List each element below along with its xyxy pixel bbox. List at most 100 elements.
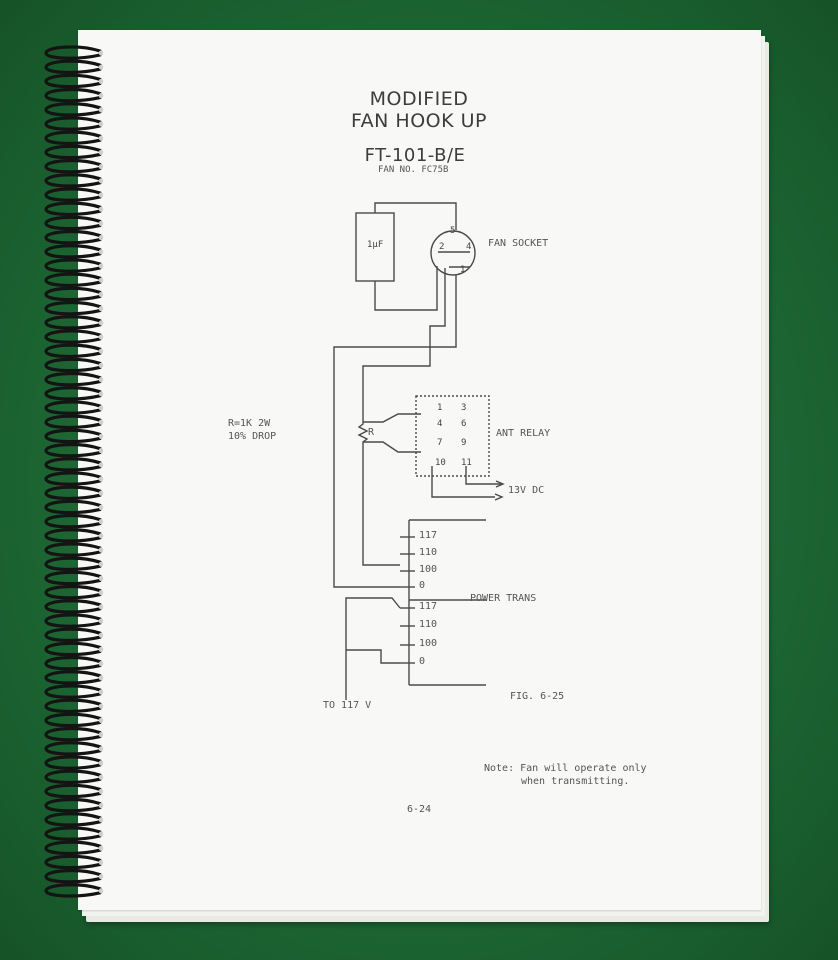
spiral-coil bbox=[44, 300, 102, 316]
binding-hole bbox=[98, 732, 104, 738]
spiral-coil bbox=[44, 414, 102, 429]
figure-label: FIG. 6-25 bbox=[510, 691, 565, 702]
binding-hole bbox=[98, 107, 104, 113]
spiral-coil bbox=[44, 73, 102, 89]
binding-hole bbox=[98, 306, 104, 312]
binding-hole bbox=[98, 192, 104, 198]
spiral-coil bbox=[44, 655, 102, 671]
binding-hole bbox=[98, 291, 104, 297]
binding-hole bbox=[98, 803, 104, 809]
spiral-coil bbox=[44, 599, 102, 614]
spiral-coil bbox=[44, 726, 102, 742]
binding-hole bbox=[98, 519, 104, 525]
spiral-coil bbox=[44, 471, 102, 486]
binding-hole bbox=[98, 178, 104, 184]
spiral-coil bbox=[44, 116, 102, 131]
binding-hole bbox=[98, 391, 104, 397]
spiral-coil bbox=[44, 87, 102, 103]
binding-hole bbox=[98, 632, 104, 638]
fan-socket-symbol bbox=[430, 230, 476, 276]
socket-pin-2: 2 bbox=[439, 242, 444, 252]
spiral-coil bbox=[44, 485, 102, 500]
spiral-coil bbox=[44, 641, 102, 657]
socket-pin-5: 5 bbox=[450, 226, 455, 236]
relay-pin-7: 7 bbox=[437, 438, 442, 448]
binding-hole bbox=[98, 135, 104, 141]
to-117v-label: TO 117 V bbox=[323, 700, 372, 711]
spiral-coil bbox=[44, 215, 102, 231]
binding-hole bbox=[98, 249, 104, 255]
spiral-coil bbox=[44, 102, 102, 117]
ant-relay-box bbox=[415, 395, 490, 477]
binding-hole bbox=[98, 533, 104, 539]
binding-hole bbox=[98, 235, 104, 241]
resistor-symbol-label: R bbox=[368, 427, 375, 438]
tap-upper-100: 100 bbox=[419, 564, 438, 575]
binding-hole bbox=[98, 263, 104, 269]
relay-pin-1: 1 bbox=[437, 403, 442, 413]
spiral-coil bbox=[44, 45, 102, 60]
spiral-coil bbox=[44, 627, 102, 642]
spiral-coil bbox=[44, 187, 102, 202]
spiral-coil bbox=[44, 357, 102, 373]
tap-lower-0: 0 bbox=[419, 656, 426, 667]
binding-hole bbox=[98, 50, 104, 56]
binding-hole bbox=[98, 874, 104, 880]
binding-hole bbox=[98, 788, 104, 795]
title-line-1: MODIFIED bbox=[369, 88, 469, 110]
binding-hole bbox=[98, 604, 104, 610]
title-line-2: FAN HOOK UP bbox=[351, 110, 487, 132]
binding-hole bbox=[98, 888, 104, 894]
binding-hole bbox=[98, 377, 104, 383]
binding-hole bbox=[98, 746, 104, 752]
binding-hole bbox=[98, 547, 104, 553]
binding-hole bbox=[98, 646, 104, 653]
binding-hole bbox=[98, 476, 104, 482]
tap-upper-110: 110 bbox=[419, 547, 438, 558]
spiral-coil bbox=[44, 244, 102, 259]
spiral-coil bbox=[44, 513, 102, 529]
spiral-coil bbox=[44, 755, 102, 770]
binding-hole bbox=[98, 419, 104, 425]
binding-hole bbox=[98, 575, 104, 582]
binding-hole bbox=[98, 206, 104, 212]
spiral-coil bbox=[44, 613, 102, 628]
relay-pin-3: 3 bbox=[461, 403, 466, 413]
relay-pin-6: 6 bbox=[461, 419, 466, 429]
binding-hole bbox=[98, 64, 104, 70]
binding-hole bbox=[98, 703, 104, 709]
relay-pin-9: 9 bbox=[461, 438, 466, 448]
spiral-coil bbox=[44, 542, 102, 557]
spiral-coil bbox=[44, 130, 102, 145]
binding-hole bbox=[98, 831, 104, 837]
relay-pin-10: 10 bbox=[435, 458, 446, 468]
binding-hole bbox=[98, 859, 104, 866]
power-trans-label: POWER TRANS bbox=[470, 593, 537, 604]
spiral-coil bbox=[44, 698, 102, 713]
spiral-coil bbox=[44, 556, 102, 571]
binding-hole bbox=[98, 590, 104, 596]
binding-hole bbox=[98, 362, 104, 368]
spiral-coil bbox=[44, 840, 102, 855]
spiral-coil bbox=[44, 442, 102, 458]
spiral-coil bbox=[44, 826, 102, 841]
binding-hole bbox=[98, 277, 104, 283]
fan-number: FAN NO. FC75B bbox=[378, 165, 449, 175]
binding-hole bbox=[98, 220, 104, 226]
binding-hole bbox=[98, 78, 104, 84]
spiral-coil bbox=[44, 329, 102, 344]
binding-hole bbox=[98, 334, 104, 340]
binding-hole bbox=[98, 93, 104, 99]
spiral-coil bbox=[44, 712, 102, 728]
spiral-coil bbox=[44, 883, 102, 898]
spiral-coil bbox=[44, 684, 102, 699]
binding-hole bbox=[98, 448, 104, 454]
binding-hole bbox=[98, 689, 104, 695]
tap-lower-117: 117 bbox=[419, 601, 438, 612]
spiral-coil bbox=[44, 783, 102, 799]
binding-hole bbox=[98, 675, 104, 681]
binding-hole bbox=[98, 561, 104, 567]
binding-hole bbox=[98, 760, 104, 766]
binding-hole bbox=[98, 320, 104, 326]
relay-pin-11: 11 bbox=[461, 458, 472, 468]
